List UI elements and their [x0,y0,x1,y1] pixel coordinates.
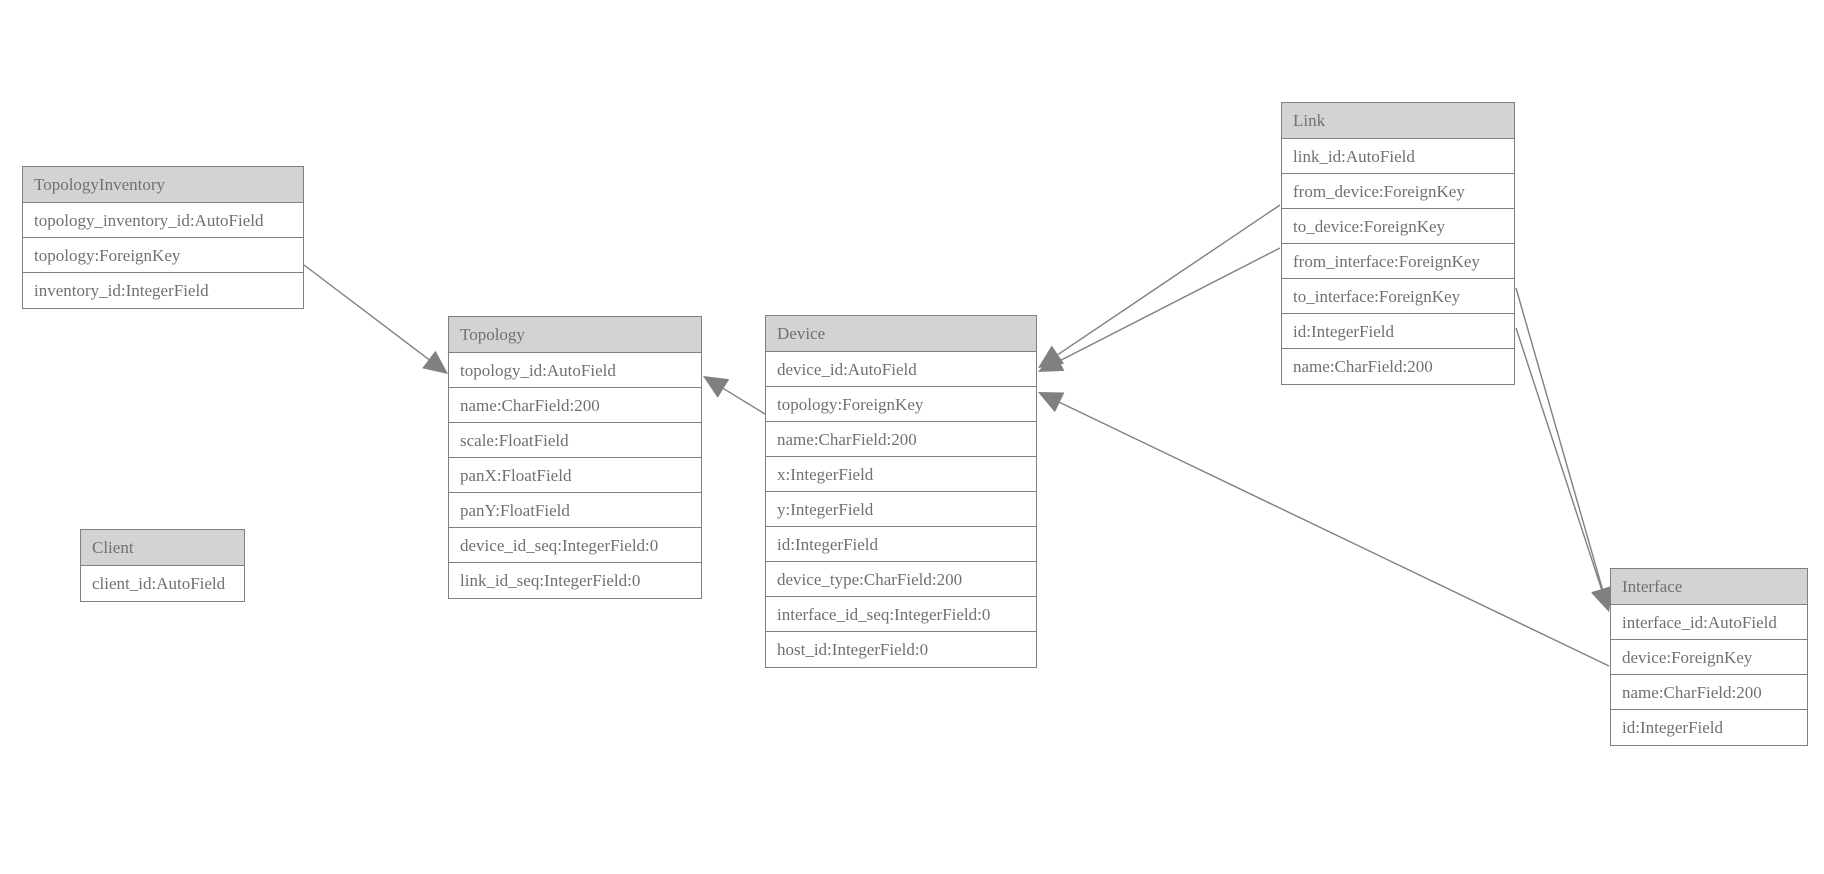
field-row: topology_inventory_id:AutoField [23,203,303,238]
field-row: from_device:ForeignKey [1282,174,1514,209]
field-row: topology_id:AutoField [449,353,701,388]
relation-line [1515,287,1604,590]
field-row: to_interface:ForeignKey [1282,279,1514,314]
relation-device-topology [703,376,766,415]
field-row: device:ForeignKey [1611,640,1807,675]
field-row: interface_id:AutoField [1611,605,1807,640]
relation-line [303,264,430,361]
field-row: id:IntegerField [766,527,1036,562]
field-row: device_id_seq:IntegerField:0 [449,528,701,563]
relation-arrowhead [1591,585,1612,612]
field-row: device_id:AutoField [766,352,1036,387]
field-row: name:CharField:200 [449,388,701,423]
field-row: y:IntegerField [766,492,1036,527]
relation-interface-device [1038,392,1610,667]
field-row: panX:FloatField [449,458,701,493]
field-row: scale:FloatField [449,423,701,458]
entity-client[interactable]: Client client_id:AutoField [80,529,245,602]
relation-arrowhead [422,350,448,374]
relation-line [1059,247,1281,362]
entity-fields-client: client_id:AutoField [81,566,244,601]
entity-title-device: Device [766,316,1036,352]
field-row: device_type:CharField:200 [766,562,1036,597]
relation-arrowhead [1038,345,1065,368]
field-row: name:CharField:200 [1293,357,1433,376]
relation-line [723,387,766,415]
field-row: topology:ForeignKey [23,238,303,273]
field-row: panY:FloatField [449,493,701,528]
entity-title-topology: Topology [449,317,701,353]
field-row: inventory_id:IntegerField [34,281,209,300]
entity-title-client: Client [81,530,244,566]
field-row: link_id_seq:IntegerField:0 [460,571,641,590]
field-row: link_id:AutoField [1282,139,1514,174]
relation-line [1057,204,1281,356]
field-row: interface_id_seq:IntegerField:0 [766,597,1036,632]
relation-arrowhead [1038,392,1065,413]
field-row: id:IntegerField [1282,314,1514,349]
entity-title-link: Link [1282,103,1514,139]
relation-arrowhead [1038,351,1065,372]
relation-link-fromdevice-device [1038,204,1281,368]
field-row: id:IntegerField [1622,718,1724,737]
relation-topologyinventory-topology [303,264,448,374]
field-row: name:CharField:200 [1611,675,1807,710]
field-row: name:CharField:200 [766,422,1036,457]
relation-link-todevice-device [1038,247,1281,372]
entity-title-topologyinventory: TopologyInventory [23,167,303,203]
field-row: host_id:IntegerField:0 [777,640,929,659]
relation-line [1059,401,1610,667]
entity-title-interface: Interface [1611,569,1807,605]
relation-line [1515,327,1603,590]
field-row: topology:ForeignKey [766,387,1036,422]
relation-link-frominterface-interface [1515,287,1613,612]
field-row: x:IntegerField [766,457,1036,492]
field-row: client_id:AutoField [92,574,226,593]
relation-arrowhead [703,376,730,398]
relation-link-tointerface-interface [1515,327,1612,612]
field-row: from_interface:ForeignKey [1282,244,1514,279]
field-row: to_device:ForeignKey [1282,209,1514,244]
